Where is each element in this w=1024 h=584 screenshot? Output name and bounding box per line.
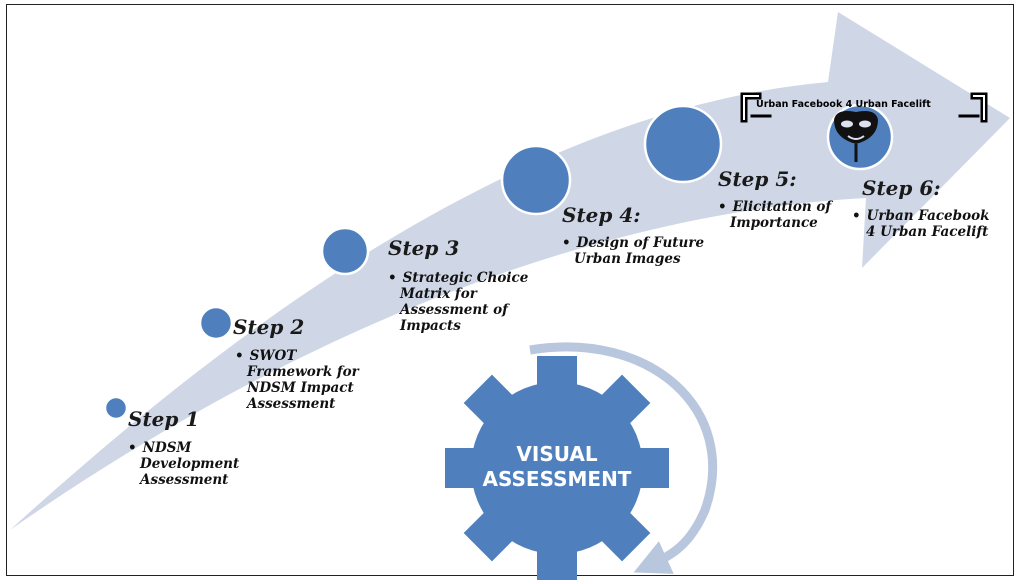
step-2-line: NDSM Impact [247, 380, 354, 396]
step-6-line: 4 Urban Facelift [866, 224, 989, 240]
cycle-arrow [529, 342, 718, 574]
gear-shape [445, 356, 669, 580]
step-2-description: •SWOT Framework for NDSM Impact Assessme… [235, 348, 359, 412]
step-3-title: Step 3 [388, 236, 460, 260]
step-6-line: Urban Facebook [866, 208, 990, 224]
step-2-line: SWOT [249, 348, 297, 364]
step-4-circle [500, 144, 572, 216]
step-1-circle [103, 395, 129, 421]
step-4-title: Step 4: [562, 203, 641, 227]
step-2-line: Assessment [247, 396, 336, 412]
step-3-line: Matrix for [400, 286, 477, 302]
step-2-line: Framework for [247, 364, 359, 380]
progress-arrow [10, 12, 1010, 530]
step-3-circle [320, 226, 370, 276]
gear-label: VISUAL ASSESSMENT [457, 442, 657, 492]
step-3-line: Strategic Choice [402, 270, 529, 286]
step-5-line: Importance [730, 215, 818, 231]
step-4-description: •Design of Future Urban Images [562, 235, 705, 267]
step-5-description: •Elicitation of Importance [718, 199, 832, 231]
step-2-title: Step 2 [233, 315, 305, 339]
step-3-line: Assessment of [400, 302, 508, 318]
step-3-description: •Strategic Choice Matrix for Assessment … [388, 270, 529, 334]
gear-label-line-2: ASSESSMENT [482, 467, 632, 491]
step-6-description: •Urban Facebook 4 Urban Facelift [852, 208, 990, 240]
mask-icon [834, 111, 878, 162]
banner-title: Urban Facebook 4 Urban Facelift [756, 99, 931, 110]
step-1-title: Step 1 [128, 407, 200, 431]
step-6-title: Step 6: [862, 176, 941, 200]
step-5-title: Step 5: [718, 167, 797, 191]
gear-label-line-1: VISUAL [516, 442, 598, 466]
step-5-line: Elicitation of [732, 199, 832, 215]
step-1-line: NDSM [142, 440, 192, 456]
step-1-description: •NDSM Development Assessment [128, 440, 240, 488]
step-4-line: Design of Future [576, 235, 705, 251]
diagram-frame [6, 4, 1014, 576]
banner-frame [740, 92, 988, 123]
step-5-circle [643, 104, 723, 184]
step-2-circle [198, 305, 234, 341]
step-3-line: Impacts [400, 318, 461, 334]
step-4-line: Urban Images [574, 251, 681, 267]
step-1-line: Development [140, 456, 240, 472]
step-1-line: Assessment [140, 472, 229, 488]
